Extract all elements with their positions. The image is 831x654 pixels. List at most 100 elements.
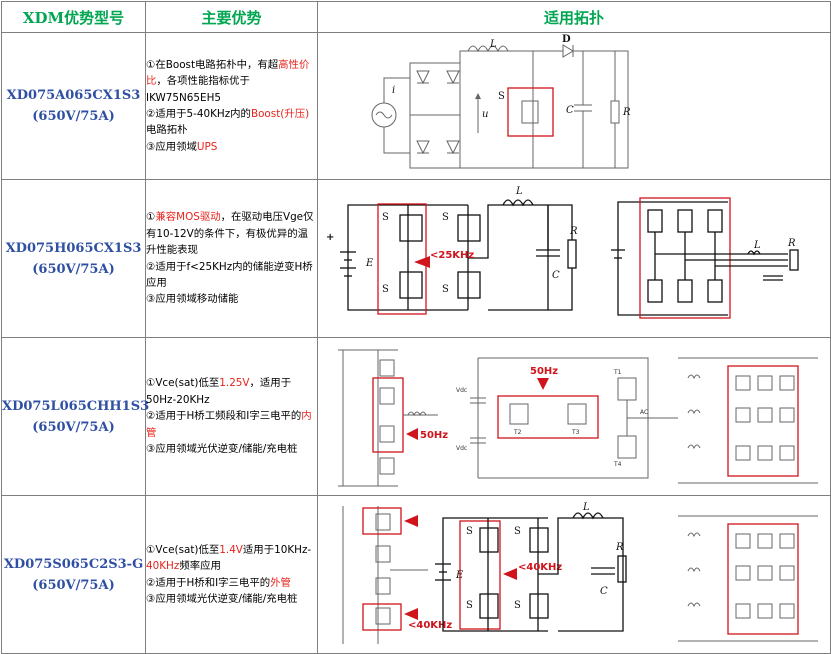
advantage-text: ，各项性能指标优于IKW75N65EH5 [146, 75, 250, 104]
switch-s1-label: S [466, 526, 473, 537]
advantage-cell: ①在Boost电路拓朴中，有超高性价比，各项性能指标优于IKW75N65EH5 ②… [145, 32, 318, 180]
switch-highlight-box [459, 520, 501, 630]
table-row: XD075S065C2S3-G (650V/75A) ①Vce(sat)低至1.… [1, 495, 831, 654]
highlight-text: 外管 [270, 576, 291, 589]
header-advantage: 主要优势 [145, 1, 318, 33]
advantage-point: ①Vce(sat)低至1.25V，适用于50Hz-20KHz [146, 375, 317, 408]
highlight-text: 内管 [146, 410, 312, 439]
diode-symbol [562, 44, 574, 58]
advantage-point: ①兼容MOS驱动，在驱动电压Vge仅有10-12V的条件下，有极优异的温升性能表… [146, 209, 317, 258]
frequency-label-b: <40KHz [518, 562, 562, 573]
header-model: XDM优势型号 [1, 1, 146, 33]
inner-switch-highlight-box-2 [497, 395, 599, 439]
table-row: XD075L065CHH1S3 (650V/75A) ①Vce(sat)低至1.… [1, 337, 831, 496]
advantage-point: ①Vce(sat)低至1.4V适用于10KHz-40KHz频率应用 [146, 542, 317, 575]
inductor-label-2: L [753, 240, 761, 251]
switch-s3-label: S [442, 212, 449, 223]
frequency-label-a: <40KHz [408, 620, 452, 631]
advantage-text: ②适用于f<25KHz内的储能逆变H桥应用 [146, 260, 313, 289]
highlight-text: 高性价比 [146, 58, 310, 88]
resistor-label: R [615, 542, 624, 553]
advantage-text: ②适用于H桥和I字三电平的 [146, 576, 271, 589]
inductor-label: L [582, 502, 590, 513]
frequency-label-b: 50Hz [530, 366, 558, 377]
advantage-text: ①Vce(sat)低至 [146, 377, 220, 390]
resistor-label-2: R [787, 238, 796, 249]
advantage-text: 适用于10KHz- [242, 543, 312, 556]
three-level-inverter-diagram: 50Hz 50Hz Vdc Vdc AC T1 T2 T3 T4 [338, 349, 818, 487]
model-rating: (650V/75A) [32, 577, 115, 593]
advantage-text: ，在驱动电压Vge仅有10-12V的条件下，有极优异的温升性能表现 [146, 211, 314, 257]
frequency-label: <25KHz [430, 250, 474, 261]
model-rating: (650V/75A) [32, 261, 115, 277]
advantage-point: ③应用领域移动储能 [146, 291, 317, 307]
advantage-point: ②适用于H桥和I字三电平的外管 [146, 575, 317, 591]
advantage-text: ②适用于5-40KHz内的 [146, 108, 251, 120]
current-label: i [392, 85, 395, 96]
advantage-text: 频率应用 [179, 560, 221, 573]
switch-s2-label: S [382, 284, 389, 295]
inductor-symbol [467, 45, 509, 53]
outer-switch-topology-diagram: <40KHz <40KHz S S [342, 502, 818, 644]
ac-label: AC [640, 409, 648, 416]
inductor-label: L [515, 186, 523, 197]
switch-label: S [498, 91, 505, 102]
model-cell: XD075A065CX1S3 (650V/75A) [1, 32, 146, 180]
inductor-label: L [489, 39, 497, 50]
advantage-point: ②适用于f<25KHz内的储能逆变H桥应用 [146, 259, 317, 292]
model-rating: (650V/75A) [32, 109, 115, 124]
model-cell: XD075L065CHH1S3 (650V/75A) [1, 337, 149, 496]
three-phase-highlight-box [639, 197, 731, 319]
switch-s4-label: S [514, 600, 521, 611]
advantage-text: ③应用领域移动储能 [146, 293, 239, 306]
advantage-text: ①Vce(sat)低至 [146, 543, 220, 556]
t3-label: T3 [571, 429, 580, 436]
h-bridge-inverter-diagram: + E S S S S <25KHz L R C [326, 186, 799, 319]
outer-switch-bottom-box [362, 603, 402, 631]
source-label: E [365, 258, 374, 269]
advantage-text: ③应用领域光伏逆变/储能/充电桩 [146, 592, 298, 605]
highlight-text: 兼容MOS驱动 [155, 211, 221, 224]
resistor-label: R [622, 107, 631, 118]
three-phase-highlight-box [727, 523, 799, 635]
model-name: XD075S065C2S3-G [3, 556, 144, 572]
boost-pfc-circuit-diagram: L D i u S C R [371, 34, 631, 169]
frequency-label-a: 50Hz [420, 430, 448, 441]
model-cell: XD075H065CX1S3 (650V/75A) [1, 179, 146, 338]
switch-s1-label: S [382, 212, 389, 223]
outer-switch-top-box [362, 507, 402, 535]
vdc-label-2: Vdc [456, 445, 467, 452]
switch-highlight-box [507, 87, 554, 137]
model-name: XD075A065CX1S3 [6, 88, 141, 103]
diode-label: D [562, 34, 571, 45]
advantage-text: ②适用于H桥工频段和I字三电平的 [146, 410, 302, 423]
highlight-text: 1.4V [219, 543, 243, 556]
model-cell: XD075S065C2S3-G (650V/75A) [1, 495, 146, 654]
t4-label: T4 [613, 461, 622, 468]
advantage-text: ③应用领域光伏逆变/储能/充电桩 [146, 443, 298, 456]
advantage-cell: ①兼容MOS驱动，在驱动电压Vge仅有10-12V的条件下，有极优异的温升性能表… [145, 179, 318, 338]
topology-cell: 50Hz 50Hz Vdc Vdc AC T1 T2 T3 T4 [317, 337, 831, 496]
header-row: XDM优势型号 主要优势 适用拓扑 [1, 1, 831, 33]
advantage-text: ③应用领域 [146, 140, 197, 153]
switch-s2-label: S [466, 600, 473, 611]
highlight-text: UPS [196, 140, 218, 153]
capacitor-label: C [600, 586, 608, 597]
topology-cell: L D i u S C R [317, 32, 831, 180]
table-row: XD075A065CX1S3 (650V/75A) ①在Boost电路拓朴中，有… [1, 32, 831, 180]
header-topology: 适用拓扑 [317, 1, 831, 33]
voltage-label: u [482, 109, 488, 120]
switch-s3-label: S [514, 526, 521, 537]
advantage-point: ③应用领域UPS [146, 139, 317, 155]
advantage-point: ①在Boost电路拓朴中，有超高性价比，各项性能指标优于IKW75N65EH5 [146, 57, 317, 106]
advantage-text: ，适用于50Hz-20KHz [146, 377, 292, 406]
advantage-point: ③应用领域光伏逆变/储能/充电桩 [146, 441, 317, 457]
capacitor-label: C [552, 270, 560, 281]
topology-cell: + E S S S S <25KHz L R C [317, 179, 831, 338]
highlight-text: Boost(升压) [250, 108, 310, 120]
model-rating: (650V/75A) [32, 419, 115, 435]
advantage-point: ②适用于H桥工频段和I字三电平的内管 [146, 408, 317, 441]
